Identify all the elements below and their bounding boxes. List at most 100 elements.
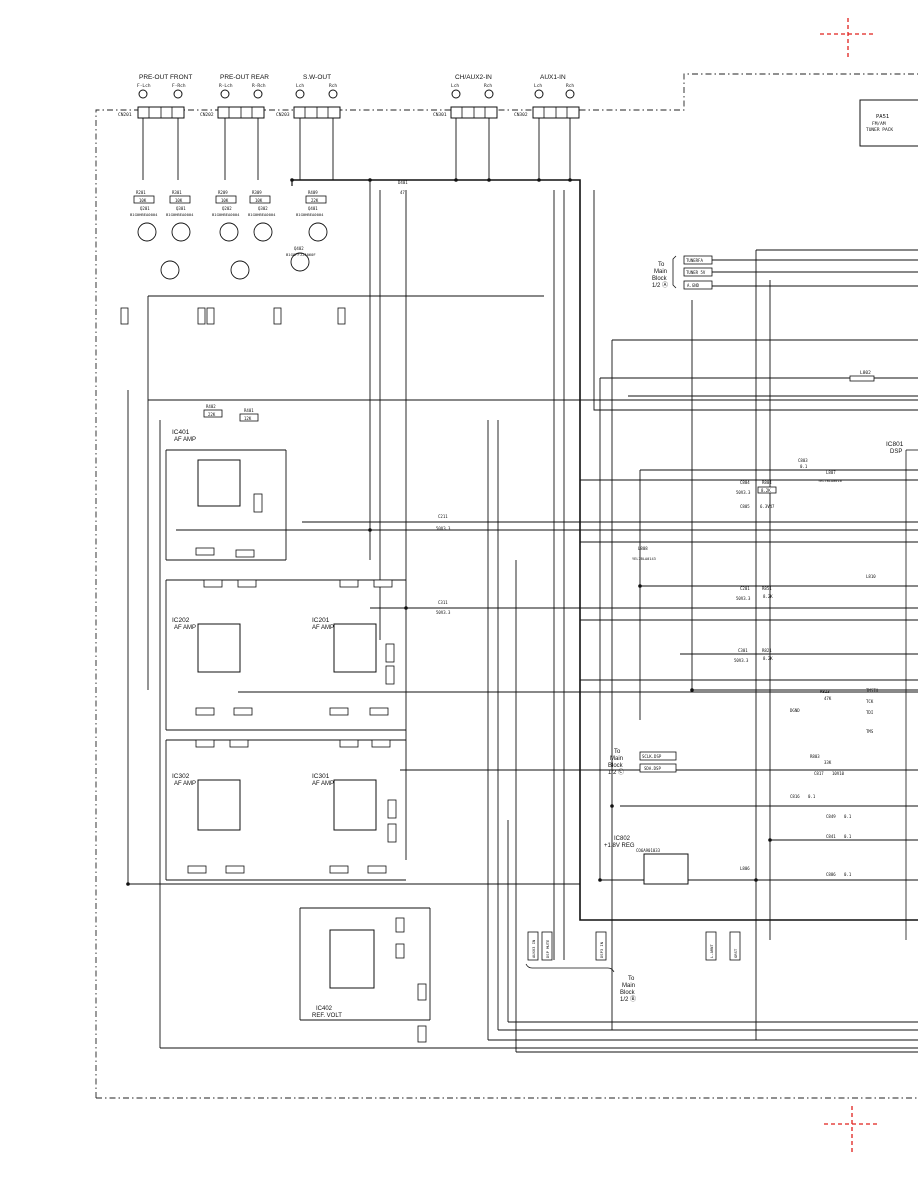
svg-text:Main: Main [622, 983, 635, 989]
transistor-icon [253, 222, 273, 242]
rca-jack-icon [328, 89, 338, 99]
ic401: IC401 AF AMP R402 22K R401 12K [172, 404, 263, 558]
ic402-ref: IC402 [316, 1006, 333, 1012]
transistor-icon [160, 260, 180, 280]
ic801-name: DSP [890, 449, 902, 455]
svg-text:C841: C841 [826, 834, 836, 839]
ic302-name: AF AMP [174, 781, 196, 787]
svg-text:A.GND: A.GND [687, 283, 700, 288]
svg-text:C201: C201 [740, 586, 750, 591]
svg-text:L.ARNT: L.ARNT [709, 944, 714, 958]
rca-jack-icon [484, 89, 494, 99]
svg-text:R823: R823 [820, 689, 830, 694]
crop-mark-top [820, 18, 876, 60]
preout-front-title: PRE-OUT FRONT [139, 74, 192, 81]
transistor-icon [230, 260, 250, 280]
transistor-icon [219, 222, 239, 242]
ic802-name: +1.8V REG [604, 843, 635, 849]
svg-text:47: 47 [400, 190, 405, 195]
main-block-c: To Main Block 1/2 Ⓒ SCLK.DSP SDA.DSP [608, 749, 677, 776]
svg-text:TUNERFA: TUNERFA [686, 258, 703, 263]
svg-text:Q202: Q202 [222, 206, 232, 211]
svg-text:R821: R821 [762, 648, 772, 653]
connector-preout-front: PRE-OUT FRONT F-Lch F-Rch CN201 [118, 74, 192, 119]
junction-dots [126, 178, 772, 886]
svg-text:10K: 10K [221, 198, 229, 203]
svg-text:TUNER 5V: TUNER 5V [686, 270, 706, 275]
svg-text:L806: L806 [740, 866, 750, 871]
svg-text:TMSTH: TMSTH [866, 688, 879, 693]
ic201-name: AF AMP [312, 625, 334, 631]
svg-text:1/2 Ⓒ: 1/2 Ⓒ [608, 768, 624, 776]
svg-text:C805: C805 [740, 504, 750, 509]
svg-text:0.1: 0.1 [808, 794, 816, 799]
ic402: IC402 REF. VOLT [312, 917, 427, 1043]
jack-label: Rch [329, 83, 337, 89]
svg-text:L808: L808 [638, 546, 648, 551]
svg-text:R401: R401 [244, 408, 254, 413]
preout-rear-title: PRE-OUT REAR [220, 74, 269, 81]
svg-text:Q401: Q401 [308, 206, 318, 211]
ic802-part: CO6A901033 [636, 848, 661, 853]
svg-text:To: To [628, 976, 635, 982]
svg-text:10K: 10K [175, 198, 183, 203]
misc-components: L802 C803 0.1 L807 YEL7BLA0010 C804 50V3… [398, 180, 879, 877]
rca-jack-icon [173, 89, 183, 99]
ic201: IC201 AF AMP [312, 579, 395, 716]
ic802: IC802 +1.8V REG CO6A901033 [604, 836, 689, 885]
svg-text:YEL7BLA0143: YEL7BLA0143 [632, 557, 656, 561]
svg-text:R209: R209 [218, 190, 228, 195]
svg-text:C816: C816 [790, 794, 800, 799]
connector-sw-out: S.W-OUT Lch Rch CN203 [276, 74, 341, 119]
svg-text:10V10: 10V10 [832, 771, 845, 776]
ic801-pin-region [905, 449, 918, 940]
svg-text:L807: L807 [826, 470, 836, 475]
svg-text:DSP3 IN: DSP3 IN [599, 941, 604, 958]
transistor-icon [308, 222, 328, 242]
resistor-row [120, 307, 346, 325]
svg-text:Block: Block [620, 990, 636, 996]
svg-text:B1G0HBEA0004: B1G0HBEA0004 [130, 212, 158, 217]
svg-text:50V3.3: 50V3.3 [436, 610, 451, 615]
ic301-ref: IC301 [312, 773, 330, 780]
ic202: IC202 AF AMP [172, 579, 257, 716]
svg-text:TDI: TDI [866, 710, 874, 715]
ic401-name: AF AMP [174, 437, 196, 443]
svg-text:50V3.3: 50V3.3 [736, 490, 751, 495]
wires [127, 118, 918, 1053]
jack-label: F-Lch [137, 83, 151, 89]
ic402-name: REF. VOLT [312, 1013, 342, 1019]
connector-ref: CN203 [276, 112, 290, 118]
ic202-name: AF AMP [174, 625, 196, 631]
svg-text:C311: C311 [438, 600, 448, 605]
jack-label: Rch [566, 83, 574, 89]
tuner-line: TUNER PACK [866, 127, 893, 133]
ic801: IC801 DSP [886, 441, 904, 455]
transistor-stage: R201 10K R301 10K R209 10K R309 10K R409… [130, 190, 328, 280]
rca-jack-icon [253, 89, 263, 99]
svg-text:Block: Block [652, 276, 668, 282]
svg-text:R851: R851 [762, 586, 772, 591]
svg-text:R402: R402 [206, 404, 216, 409]
board-outline [95, 73, 918, 1099]
svg-text:10K: 10K [255, 198, 263, 203]
svg-text:To: To [614, 749, 621, 755]
svg-text:47K: 47K [824, 696, 832, 701]
svg-text:AUX03 IN: AUX03 IN [531, 939, 536, 958]
ic302-ref: IC302 [172, 773, 190, 780]
svg-text:YEL7BLA0010: YEL7BLA0010 [818, 479, 842, 483]
svg-text:B1G0HBEA0004: B1G0HBEA0004 [166, 212, 194, 217]
ic302: IC302 AF AMP [172, 739, 249, 874]
svg-text:0.1: 0.1 [844, 814, 852, 819]
jack-label: Rch [484, 83, 492, 89]
svg-text:TCK: TCK [866, 699, 874, 704]
jack-label: Lch [534, 83, 542, 89]
svg-text:C803: C803 [798, 458, 808, 463]
svg-text:50V3.3: 50V3.3 [734, 658, 749, 663]
svg-text:GRST: GRST [733, 948, 738, 958]
connector-ref: CN202 [200, 112, 214, 118]
ic301-name: AF AMP [312, 781, 334, 787]
svg-text:D401: D401 [398, 180, 408, 185]
svg-text:1/2 Ⓐ: 1/2 Ⓐ [652, 281, 668, 289]
